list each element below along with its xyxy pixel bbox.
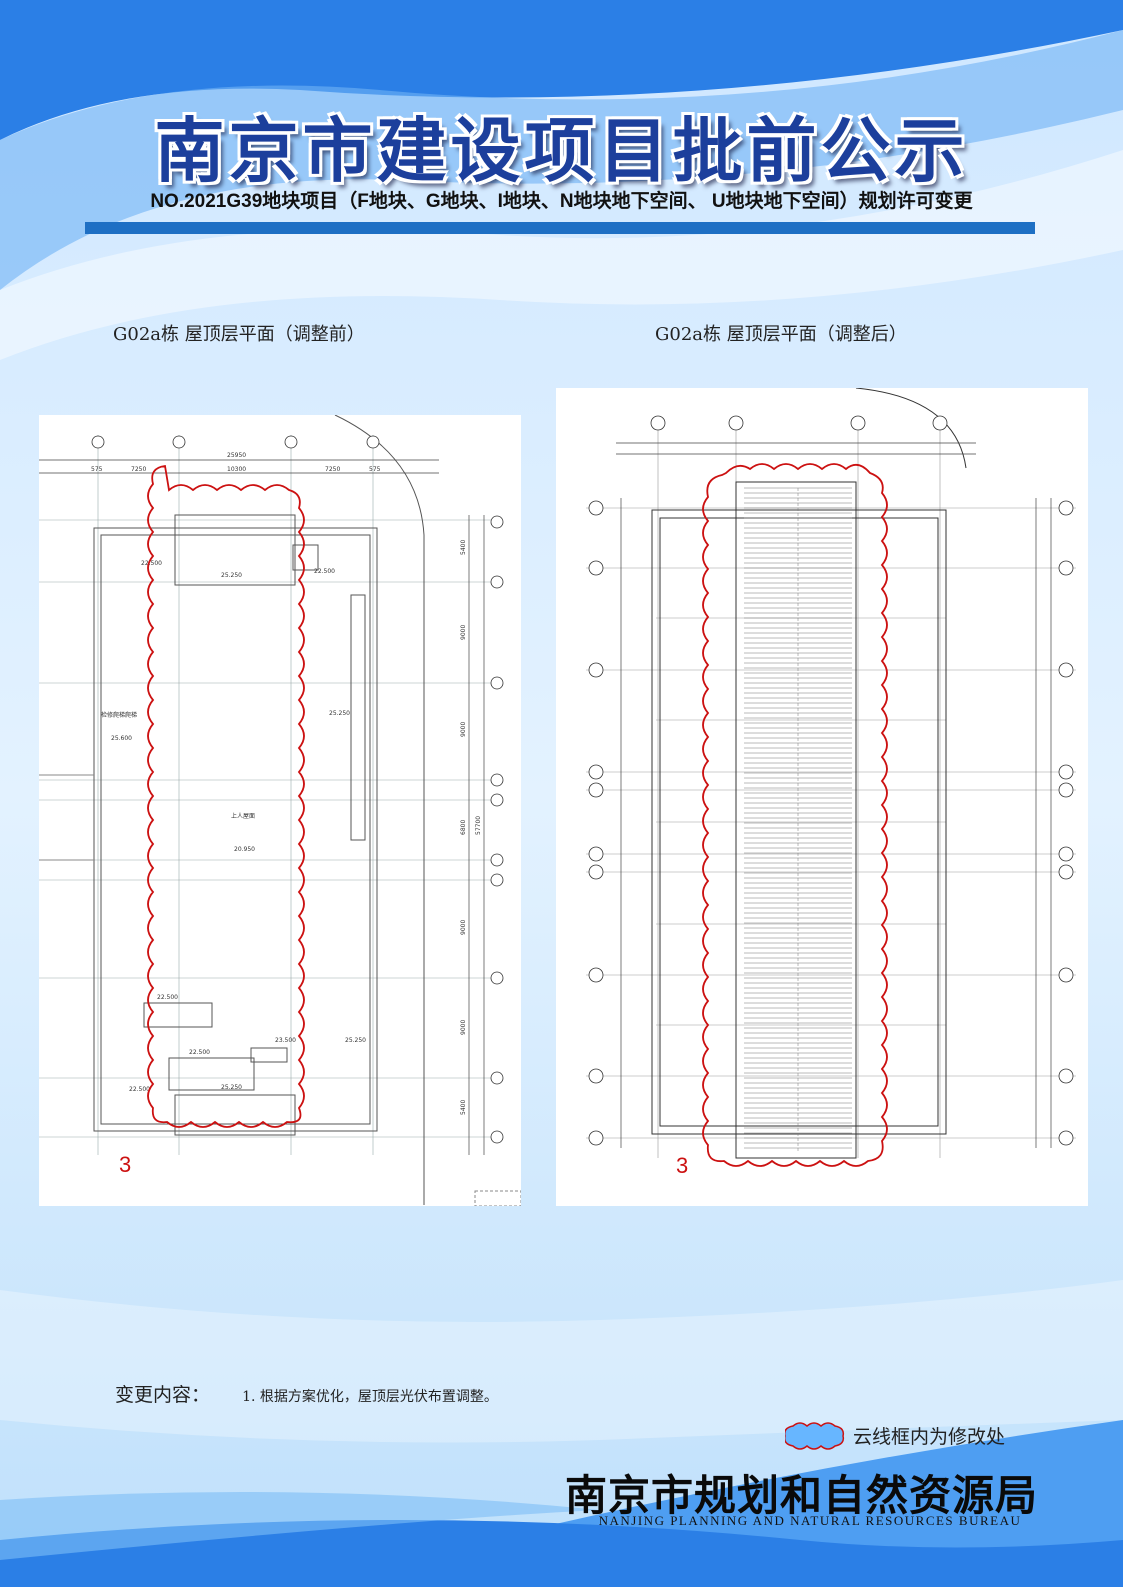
dim-top-4: 7250 — [325, 466, 340, 473]
revision-cloud-before — [147, 464, 305, 1128]
elev-10: 25.250 — [345, 1037, 366, 1044]
elev-3: 22.500 — [314, 568, 335, 575]
elev-8: 23.500 — [275, 1037, 296, 1044]
elev-9: 22.500 — [189, 1049, 210, 1056]
elev-12: 25.250 — [221, 1084, 242, 1091]
dim-right-4: 9000 — [460, 722, 467, 737]
caption-before: G02a栋 屋顶层平面（调整前） — [113, 324, 365, 345]
cloud-legend-text: 云线框内为修改处 — [853, 1426, 1006, 1448]
floor-plan-after: 3 — [586, 387, 1076, 1178]
dim-top-5: 575 — [369, 466, 381, 473]
dim-right-total: 57700 — [475, 816, 482, 835]
drawing-after: 3 — [556, 387, 1088, 1206]
elev-1: 22.500 — [141, 560, 162, 567]
floor-plan-before: 25950 575 7250 10300 7250 575 22.500 25.… — [39, 414, 522, 1207]
cloud-legend-icon — [783, 1422, 845, 1450]
overall-dimension: 25950 — [227, 452, 246, 459]
revision-marker-before: 3 — [119, 1152, 131, 1177]
dim-right-2: 5400 — [460, 540, 467, 555]
dim-right-8: 9000 — [460, 920, 467, 935]
dim-top-3: 10300 — [227, 466, 246, 473]
elev-5: 25.600 — [111, 735, 132, 742]
dim-top-2: 7250 — [131, 466, 146, 473]
dim-right-10: 5400 — [460, 1100, 467, 1115]
cloud-legend: 云线框内为修改处 — [783, 1418, 1075, 1450]
title-rule — [85, 222, 1035, 234]
note-ladder: 检修爬梯爬梯 — [101, 711, 137, 719]
elev-4: 25.250 — [329, 710, 350, 717]
revision-marker-after: 3 — [676, 1153, 688, 1178]
change-description: 变更内容： 1. 根据方案优化，屋顶层光伏布置调整。 — [115, 1380, 498, 1407]
elev-7: 22.500 — [157, 994, 178, 1001]
revision-cloud-after — [702, 463, 888, 1167]
page-title: 南京市建设项目批前公示 — [154, 109, 969, 192]
dim-right-3: 9000 — [460, 625, 467, 640]
page-subtitle: NO.2021G39地块项目（F地块、G地块、I地块、N地块地下空间、 U地块地… — [150, 191, 973, 212]
dim-right-9: 9000 — [460, 1020, 467, 1035]
dim-right-6: 6800 — [460, 820, 467, 835]
caption-after: G02a栋 屋顶层平面（调整后） — [655, 324, 907, 345]
note-roof: 上人屋面 — [231, 812, 255, 820]
elev-6: 20.950 — [234, 846, 255, 853]
elev-11: 22.500 — [129, 1086, 150, 1093]
change-text: 1. 根据方案优化，屋顶层光伏布置调整。 — [242, 1389, 498, 1405]
bureau-name-en: NANJING PLANNING AND NATURAL RESOURCES B… — [598, 1513, 1022, 1528]
elev-2: 25.250 — [221, 572, 242, 579]
drawing-before: 25950 575 7250 10300 7250 575 22.500 25.… — [39, 414, 522, 1207]
bureau-name: 南京市规划和自然资源局 — [565, 1471, 1039, 1520]
change-label: 变更内容： — [115, 1384, 211, 1406]
dim-top-1: 575 — [91, 466, 103, 473]
